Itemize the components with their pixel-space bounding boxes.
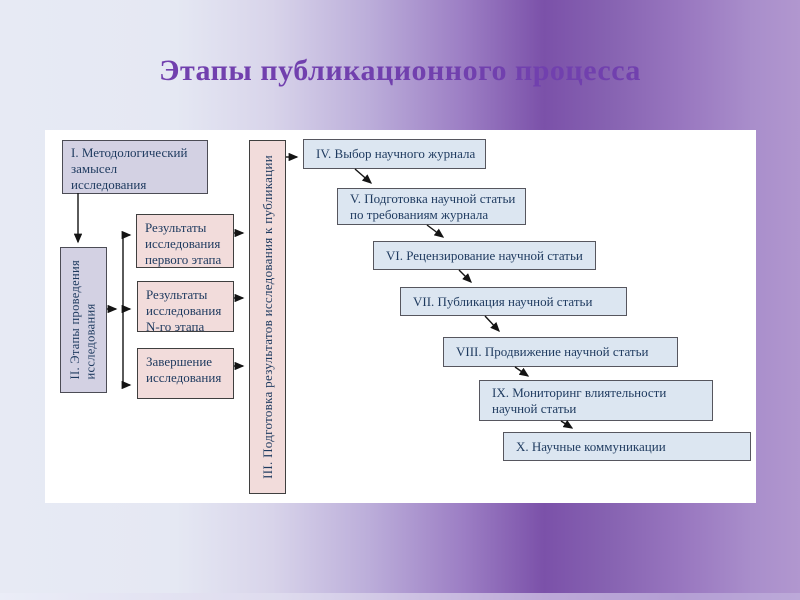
stage-box-ii-label: II. Этапы проведения исследования (68, 260, 98, 380)
stage-box-vi-label: VI. Рецензирование научной статьи (386, 247, 583, 263)
result-box-n-stage: Результаты исследования N-го этапа (137, 281, 234, 334)
stage-box-vii-label: VII. Публикация научной статьи (413, 293, 593, 309)
diagram-panel: I. Методологический замысел исследования… (45, 130, 756, 503)
stage-box-iv-label: IV. Выбор научного журнала (316, 146, 476, 162)
stage-box-viii-promotion: VIII. Продвижение научной статьи (443, 337, 678, 367)
stage-box-vii-publication: VII. Публикация научной статьи (400, 287, 627, 316)
result-box-first-stage: Результаты исследования первого этапа (136, 214, 234, 268)
result-box-completion: Завершение исследования (137, 348, 234, 399)
stage-box-v-article-preparation: V. Подготовка научной статьи по требован… (337, 188, 526, 225)
stage-box-viii-label: VIII. Продвижение научной статьи (456, 344, 649, 360)
stage-box-v-label: V. Подготовка научной статьи по требован… (350, 190, 516, 222)
bottom-accent-strip (0, 593, 800, 600)
stage-box-x-label: X. Научные коммуникации (516, 438, 666, 454)
slide-title: Этапы публикационного процесса (159, 54, 641, 87)
stage-box-vi-peer-review: VI. Рецензирование научной статьи (373, 241, 596, 270)
stage-box-x-scientific-communications: X. Научные коммуникации (503, 432, 751, 461)
stage-box-iii-publication-preparation: III. Подготовка результатов исследования… (249, 140, 286, 494)
stage-box-ii-research-stages: II. Этапы проведения исследования (60, 247, 107, 393)
stage-box-ix-impact-monitoring: IX. Мониторинг влиятельности научной ста… (479, 380, 713, 421)
stage-box-i-methodological-concept: I. Методологический замысел исследования (62, 140, 208, 194)
stage-box-ix-label: IX. Мониторинг влиятельности научной ста… (492, 384, 667, 416)
stage-box-iv-journal-selection: IV. Выбор научного журнала (303, 139, 486, 169)
stage-box-iii-label: III. Подготовка результатов исследования… (259, 155, 275, 479)
